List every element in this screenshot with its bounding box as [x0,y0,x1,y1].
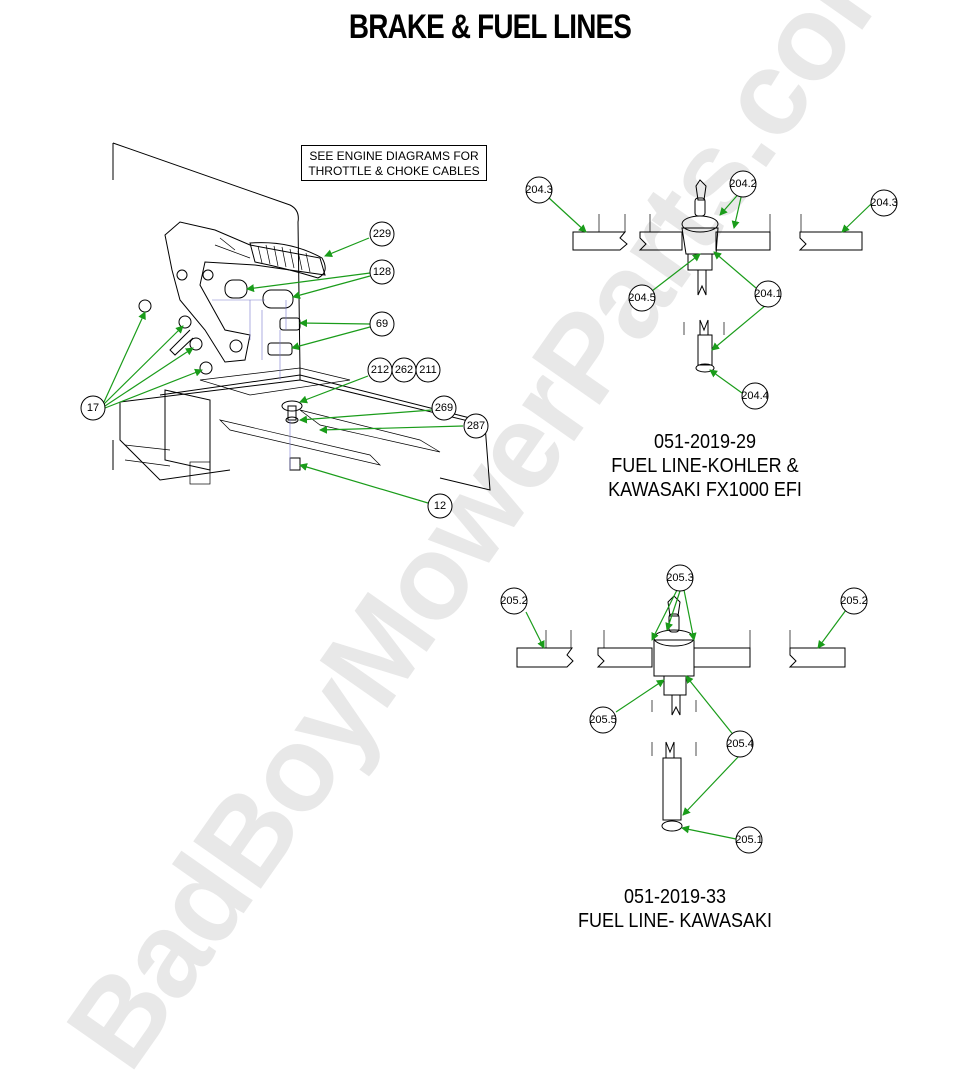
fuel-line-33-caption: 051-2019-33 FUEL LINE- KAWASAKI [527,885,824,933]
callout-205-1: 205.1 [735,826,763,854]
svg-text:205.2: 205.2 [840,595,868,607]
svg-text:204.3: 204.3 [870,197,898,209]
svg-text:204.2: 204.2 [729,178,757,190]
callout-287: 287 [463,413,489,439]
callout-204-3-right: 204.3 [870,189,898,217]
svg-text:69: 69 [376,318,388,330]
svg-text:12: 12 [434,500,446,512]
fuel-line-33-drawing [516,595,846,832]
callout-204-2: 204.2 [729,170,757,198]
caption-line-2: FUEL LINE-KOHLER & [611,455,799,477]
fuel-line-29-leaders [548,189,872,394]
callout-69: 69 [369,311,395,337]
svg-text:128: 128 [373,266,391,278]
callout-269: 269 [431,395,457,421]
parts-diagram: 229 128 69 212 262 211 269 287 17 12 [80,142,898,854]
note-line-1: SEE ENGINE DIAGRAMS FOR [309,149,479,163]
svg-text:269: 269 [435,402,453,414]
fuel-line-29-drawing [572,179,863,373]
caption-line-3: KAWASAKI FX1000 EFI [608,479,802,501]
callout-205-3: 205.3 [666,564,694,592]
svg-text:204.3: 204.3 [525,184,553,196]
callout-205-5: 205.5 [589,706,617,734]
svg-text:204.1: 204.1 [754,288,782,300]
callout-212: 212 [367,357,393,383]
svg-text:205.4: 205.4 [726,738,754,750]
fuel-line-29-caption: 051-2019-29 FUEL LINE-KOHLER & KAWASAKI … [557,430,854,502]
callout-211: 211 [415,357,441,383]
caption-part-number: 051-2019-29 [653,431,757,453]
svg-text:205.5: 205.5 [589,714,617,726]
svg-text:287: 287 [467,420,485,432]
callout-262: 262 [391,357,417,383]
callout-205-4: 205.4 [726,730,754,758]
callout-17: 17 [80,395,106,421]
svg-text:211: 211 [419,364,437,376]
svg-text:229: 229 [373,228,391,240]
svg-text:262: 262 [395,364,413,376]
svg-text:205.2: 205.2 [500,595,528,607]
caption-part-number: 051-2019-33 [623,886,727,908]
callout-229: 229 [369,221,395,247]
callout-204-3-left: 204.3 [525,176,553,204]
svg-text:212: 212 [371,364,389,376]
brake-leaders [103,237,464,504]
note-line-2: THROTTLE & CHOKE CABLES [308,164,480,178]
fuel-line-33-leaders [525,589,847,840]
page-title: BRAKE & FUEL LINES [348,8,632,46]
svg-text:204.4: 204.4 [741,390,769,402]
callout-205-2-left: 205.2 [500,587,528,615]
callout-205-2-right: 205.2 [840,587,868,615]
caption-line-2: FUEL LINE- KAWASAKI [577,910,773,932]
svg-text:205.3: 205.3 [666,572,694,584]
svg-text:17: 17 [87,402,99,414]
engine-diagram-note: SEE ENGINE DIAGRAMS FOR THROTTLE & CHOKE… [301,145,487,181]
callout-204-1: 204.1 [754,280,782,308]
svg-text:204.5: 204.5 [628,292,656,304]
brake-assembly-drawing [112,142,491,491]
svg-text:205.1: 205.1 [735,834,763,846]
callout-128: 128 [369,259,395,285]
callout-12: 12 [427,493,453,519]
callout-204-4: 204.4 [741,382,769,410]
callout-204-5: 204.5 [628,284,656,312]
